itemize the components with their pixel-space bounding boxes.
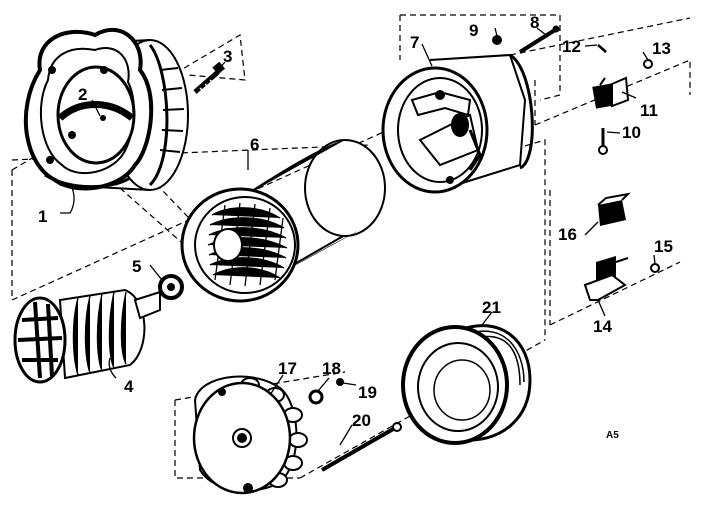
callout-2: 2 bbox=[78, 85, 87, 104]
part-19-nut bbox=[336, 378, 344, 386]
callout-12: 12 bbox=[562, 37, 581, 56]
part-20-through-bolt bbox=[321, 422, 402, 472]
corner-code: A5 bbox=[606, 430, 619, 441]
callout-14: 14 bbox=[593, 317, 612, 336]
callout-19: 19 bbox=[358, 383, 377, 402]
leader-lines bbox=[60, 27, 656, 446]
callout-15: 15 bbox=[654, 237, 673, 256]
callout-7: 7 bbox=[410, 33, 419, 52]
part-17-front-plate bbox=[192, 375, 308, 495]
callout-20: 20 bbox=[352, 411, 371, 430]
callout-8: 8 bbox=[530, 13, 539, 32]
part-4-armature bbox=[13, 288, 161, 384]
callout-18: 18 bbox=[322, 359, 341, 378]
callout-11: 11 bbox=[640, 101, 658, 120]
callout-3: 3 bbox=[223, 47, 232, 66]
callout-labels: 1 2 3 4 5 6 7 8 9 10 11 12 13 14 15 16 1… bbox=[38, 13, 673, 441]
callout-16: 16 bbox=[558, 225, 577, 244]
part-13-washer bbox=[643, 59, 653, 69]
part-7-brush-end-housing bbox=[381, 53, 534, 194]
callout-4: 4 bbox=[124, 377, 134, 396]
part-6-field-frame bbox=[180, 139, 386, 303]
part-10-brush bbox=[598, 128, 608, 155]
callout-13: 13 bbox=[652, 39, 671, 58]
callout-10: 10 bbox=[622, 123, 641, 142]
callout-6: 6 bbox=[250, 135, 259, 154]
part-1-end-bell bbox=[23, 28, 189, 191]
callout-21: 21 bbox=[482, 298, 501, 317]
part-18-washer bbox=[308, 389, 324, 405]
part-14-terminal-bracket bbox=[583, 256, 629, 301]
part-8-through-bolt bbox=[518, 25, 560, 54]
part-12-screw bbox=[597, 44, 607, 53]
part-21-end-cover bbox=[401, 324, 532, 445]
callout-17: 17 bbox=[278, 359, 297, 378]
callout-5: 5 bbox=[132, 257, 141, 276]
part-11-brush-holder bbox=[592, 76, 630, 109]
part-5-washer bbox=[158, 274, 184, 300]
part-9-nut bbox=[492, 35, 502, 45]
callout-1: 1 bbox=[38, 207, 47, 226]
part-15-screw bbox=[650, 263, 660, 273]
callout-9: 9 bbox=[469, 21, 478, 40]
part-16-brush-block bbox=[597, 192, 631, 226]
